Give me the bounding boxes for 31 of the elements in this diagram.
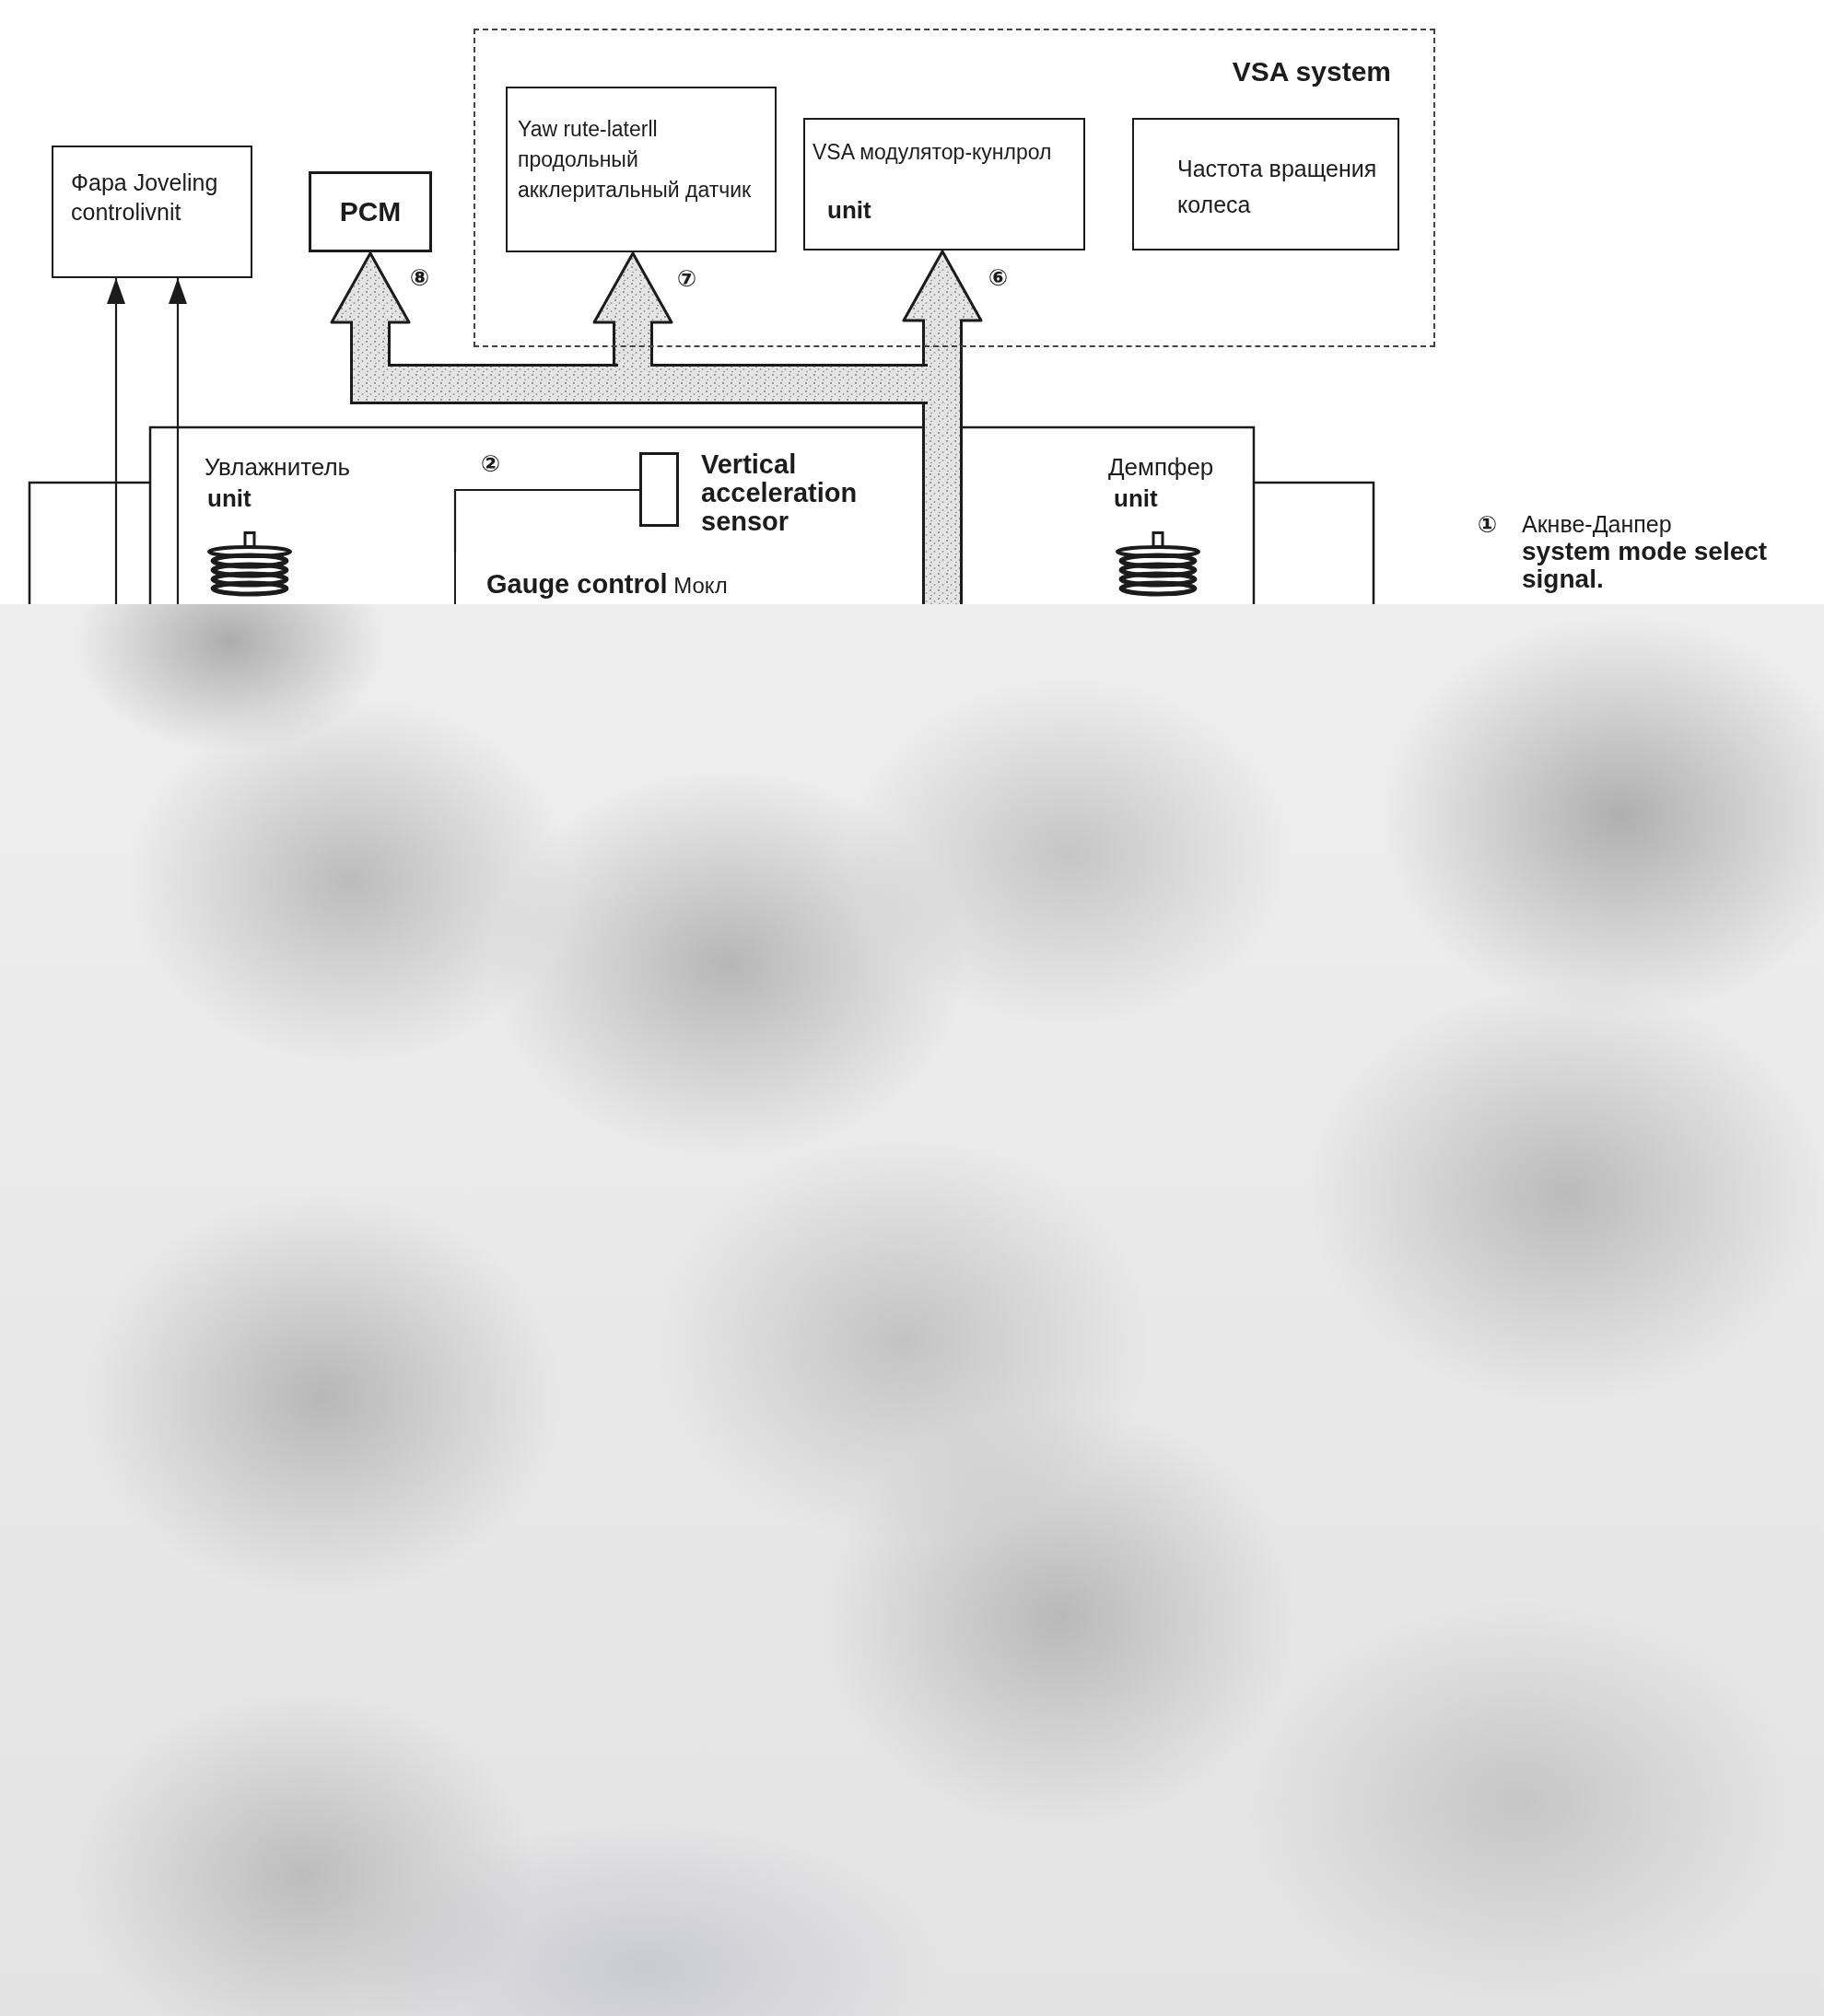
callout-number: ⑧: [410, 264, 430, 292]
damper-label: unit: [1114, 484, 1158, 512]
arrow: [169, 278, 187, 604]
unit-label: PCM: [339, 196, 402, 227]
arrow: [107, 278, 125, 604]
block-arrow: [902, 250, 983, 604]
block-arrow: [330, 251, 618, 404]
note-text: Акнве-Данпер system mode select signal.: [1522, 510, 1769, 593]
group-title: VSA system: [1232, 55, 1391, 88]
callout-number: ⑥: [988, 264, 1009, 292]
damper-label: unit: [207, 484, 251, 512]
module-box: [309, 171, 432, 252]
damper-label: Увлажнитель: [205, 453, 351, 481]
unit-label: Yaw rute-laterll продольный акклеритальный датчик: [518, 116, 753, 204]
module-box: [803, 118, 1085, 251]
module-label: Gauge control Мокл: [486, 568, 728, 600]
block-arrow: [592, 251, 928, 404]
module-box: [1132, 118, 1399, 251]
module-box: [52, 146, 252, 278]
callout-number: ⑦: [677, 265, 697, 293]
unit-label: Частота вращения колеса: [1177, 155, 1378, 219]
unit-label: unit: [827, 196, 871, 224]
system-group-frame: [474, 29, 1435, 347]
sensor-label: Vertical acceleration sensor: [701, 450, 859, 536]
connector-line: [453, 488, 639, 553]
unit-label: VSA модулятор-кунлрол: [813, 139, 1052, 166]
module-box: [506, 87, 777, 252]
callout-number: ②: [481, 450, 501, 478]
unit-label: Фара Joveling controlivnit: [71, 169, 219, 227]
callout-number: ①: [1478, 511, 1498, 539]
damper-label: Демпфер: [1108, 453, 1214, 481]
